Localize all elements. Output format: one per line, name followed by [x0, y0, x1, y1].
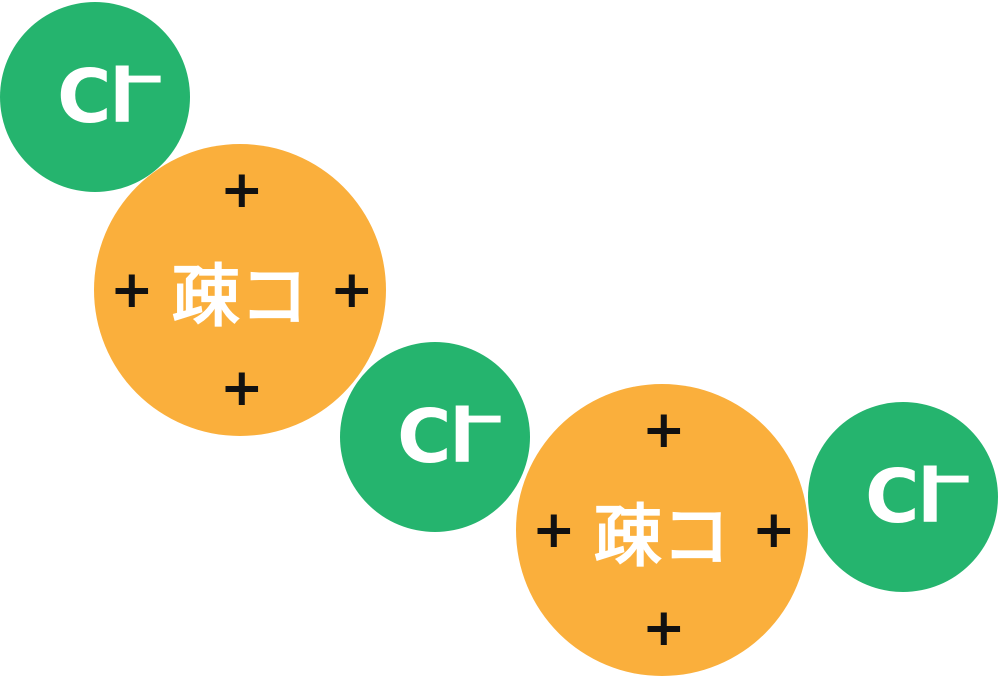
plus-sign-right: +	[752, 500, 796, 560]
cation-label: 疎コ	[593, 497, 730, 577]
chloride-symbol: Cl	[865, 454, 943, 540]
chloride-charge: −	[116, 43, 167, 113]
chloride-ion-1: Cl−	[0, 2, 190, 192]
plus-sign-bottom: +	[642, 598, 686, 658]
chloride-charge: −	[456, 383, 507, 453]
chloride-label: Cl−	[57, 48, 167, 140]
chloride-ion-2: Cl−	[340, 342, 530, 532]
chloride-ion-3: Cl−	[808, 402, 998, 592]
chloride-symbol: Cl	[57, 54, 135, 140]
plus-sign-left: +	[532, 500, 576, 560]
chloride-label: Cl−	[865, 448, 975, 540]
plus-sign-bottom: +	[220, 358, 264, 418]
plus-sign-top: +	[642, 400, 686, 460]
cation-label: 疎コ	[171, 257, 308, 337]
chloride-charge: −	[924, 443, 975, 513]
chloride-symbol: Cl	[397, 394, 475, 480]
plus-sign-top: +	[220, 160, 264, 220]
plus-sign-left: +	[110, 260, 154, 320]
cation-2: 疎コ + + + +	[516, 384, 808, 676]
plus-sign-right: +	[330, 260, 374, 320]
chloride-label: Cl−	[397, 388, 507, 480]
cation-1: 疎コ + + + +	[94, 144, 386, 436]
